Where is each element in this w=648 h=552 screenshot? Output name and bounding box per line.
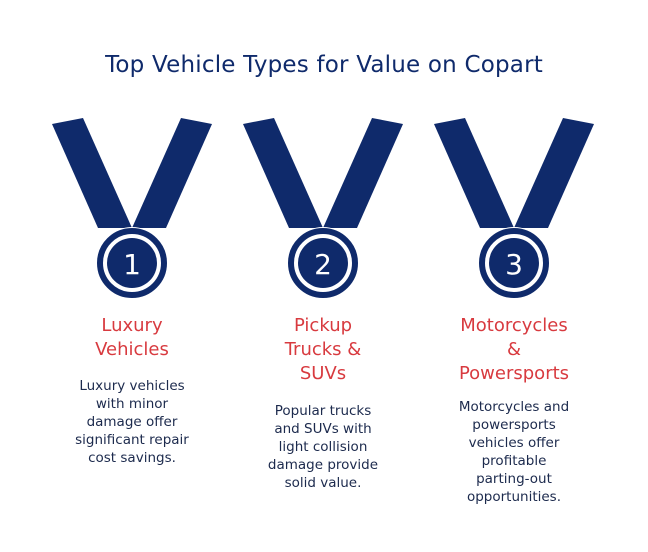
item-title-line: Trucks & xyxy=(284,339,362,360)
item-description-3: Motorcycles and powersports vehicles off… xyxy=(439,398,589,506)
medal-number: 2 xyxy=(314,248,332,281)
medal-ribbon-icon: 2 xyxy=(243,118,403,299)
item-description-line: significant repair xyxy=(75,432,189,448)
medal-2: 2 xyxy=(241,116,405,301)
item-title-3: Motorcycles & Powersports xyxy=(434,314,594,386)
medal-3: 3 xyxy=(432,116,596,301)
item-description-line: vehicles offer xyxy=(468,435,560,451)
item-description-line: opportunities. xyxy=(466,489,562,505)
item-title-line: Powersports xyxy=(458,363,570,384)
medal-number: 1 xyxy=(123,248,141,281)
item-title-line: SUVs xyxy=(299,363,347,384)
item-description-line: solid value. xyxy=(284,475,362,491)
medal-ribbon-icon: 3 xyxy=(434,118,594,299)
item-description-line: Popular trucks xyxy=(274,403,372,419)
item-description-line: profitable xyxy=(481,453,547,469)
item-description-line: cost savings. xyxy=(88,450,176,466)
item-description-line: Luxury vehicles xyxy=(79,378,185,394)
item-description-1: Luxury vehicles with minor damage offer … xyxy=(57,377,207,467)
item-title-2: Pickup Trucks & SUVs xyxy=(243,314,403,386)
item-description-2: Popular trucks and SUVs with light colli… xyxy=(248,402,398,492)
item-title-line: Luxury xyxy=(101,315,163,336)
item-title-line: & xyxy=(506,339,522,360)
item-description-line: parting-out xyxy=(476,471,552,487)
item-title-1: Luxury Vehicles xyxy=(52,314,212,362)
item-description-line: damage provide xyxy=(267,457,379,473)
item-description-line: with minor xyxy=(95,396,169,412)
page-title: Top Vehicle Types for Value on Copart xyxy=(105,52,543,78)
item-title-line: Pickup xyxy=(293,315,353,336)
item-description-line: damage offer xyxy=(86,414,178,430)
medal-number: 3 xyxy=(505,248,523,281)
item-title-line: Vehicles xyxy=(95,339,169,360)
medal-1: 1 xyxy=(50,116,214,301)
item-description-line: Motorcycles and xyxy=(458,399,570,415)
item-description-line: and SUVs with xyxy=(274,421,372,437)
item-description-line: light collision xyxy=(278,439,368,455)
item-description-line: powersports xyxy=(472,417,556,433)
item-title-line: Motorcycles xyxy=(460,315,568,336)
medal-ribbon-icon: 1 xyxy=(52,118,212,299)
